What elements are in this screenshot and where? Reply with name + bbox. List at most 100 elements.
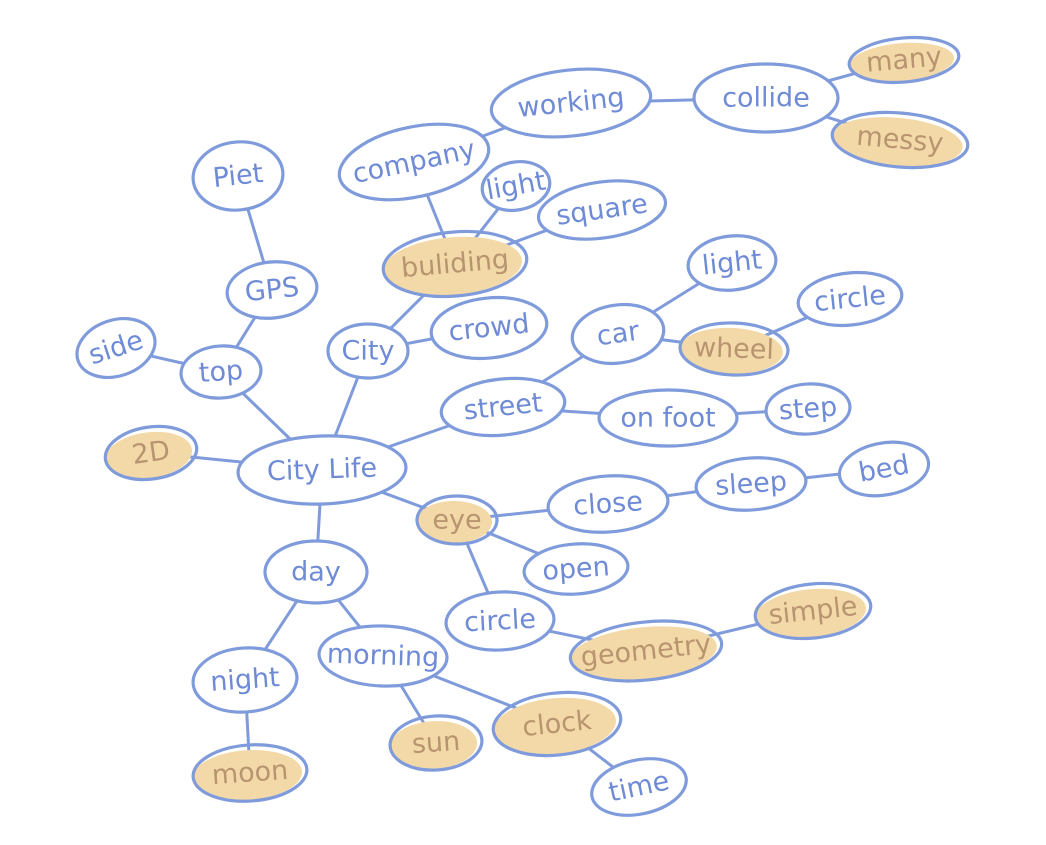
node-label: GPS — [243, 272, 300, 309]
node-many: many — [847, 35, 961, 85]
node-outline — [686, 234, 778, 292]
node-outline — [692, 62, 840, 134]
node-highlight — [569, 626, 717, 681]
node-light-2: light — [686, 234, 778, 292]
node-highlight — [848, 42, 955, 82]
node-label: eye — [432, 505, 481, 536]
node-eye: eye — [415, 494, 499, 546]
node-label: circle — [813, 280, 888, 318]
node-outline — [678, 321, 790, 377]
node-building: buliding — [381, 229, 529, 299]
node-highlight — [192, 749, 303, 801]
node-label: City Life — [266, 453, 377, 488]
node-outline — [326, 322, 410, 380]
node-label: moon — [211, 755, 289, 791]
node-bed: bed — [837, 440, 931, 498]
node-street: street — [439, 376, 567, 438]
node-outline — [429, 295, 549, 361]
node-outline — [388, 714, 484, 772]
node-highlight — [389, 721, 478, 770]
node-simple: simple — [753, 581, 873, 641]
node-day: day — [263, 539, 369, 605]
node-label: top — [198, 355, 244, 389]
node-circle-1: circle — [796, 270, 904, 328]
node-outline — [546, 474, 670, 534]
node-outline — [753, 581, 873, 641]
node-highlight — [104, 431, 192, 479]
node-outline — [444, 590, 556, 652]
node-label: messy — [855, 121, 944, 159]
node-label: wheel — [694, 332, 775, 366]
node-label: on foot — [620, 403, 715, 434]
node-label: car — [595, 316, 642, 353]
node-label: Piet — [211, 158, 264, 194]
node-2d: 2D — [103, 424, 199, 482]
node-outline — [415, 494, 499, 546]
node-highlight — [831, 117, 963, 167]
node-highlight — [754, 588, 866, 638]
node-messy: messy — [830, 110, 970, 170]
node-label: sun — [411, 726, 461, 760]
node-collide: collide — [692, 62, 840, 134]
node-highlight — [416, 501, 492, 543]
node-outline — [191, 646, 299, 714]
node-outline — [480, 160, 552, 212]
node-circle-2: circle — [444, 590, 556, 652]
node-outline — [337, 122, 491, 202]
node-label: 2D — [130, 435, 172, 471]
node-outline — [796, 270, 904, 328]
node-label: close — [572, 486, 644, 522]
node-city: City — [326, 322, 410, 380]
node-clock: clock — [491, 690, 623, 758]
node-outline — [568, 619, 724, 683]
node-outline — [764, 382, 852, 436]
node-label: open — [541, 551, 610, 587]
node-wheel: wheel — [678, 321, 790, 377]
node-outline — [489, 67, 653, 139]
node-outline — [536, 179, 668, 241]
node-city-life: City Life — [236, 434, 408, 506]
node-square: square — [536, 179, 668, 241]
node-time: time — [590, 757, 688, 817]
node-label: night — [209, 662, 280, 698]
node-outline — [191, 140, 285, 212]
node-close: close — [546, 474, 670, 534]
node-outline — [522, 542, 630, 596]
node-outline — [570, 302, 666, 366]
node-morning: morning — [317, 624, 449, 688]
node-moon: moon — [191, 743, 309, 803]
node-label: morning — [326, 639, 439, 674]
node-light-1: light — [480, 160, 552, 212]
node-sleep: sleep — [694, 456, 808, 512]
node-highlight — [382, 236, 522, 296]
node-car: car — [570, 302, 666, 366]
node-on-foot: on foot — [597, 388, 739, 448]
node-label: clock — [521, 705, 594, 743]
node-outline — [830, 110, 970, 170]
node-label: collide — [722, 83, 810, 114]
node-outline — [847, 35, 961, 85]
node-outline — [103, 424, 199, 482]
node-outline — [225, 260, 319, 320]
node-working: working — [489, 67, 653, 139]
node-side: side — [75, 317, 157, 379]
node-outline — [597, 388, 739, 448]
node-label: light — [701, 244, 764, 281]
node-geometry: geometry — [568, 619, 724, 683]
node-label: many — [865, 41, 943, 79]
node-outline — [381, 229, 529, 299]
node-crowd: crowd — [429, 295, 549, 361]
node-sun: sun — [388, 714, 484, 772]
node-outline — [590, 757, 688, 817]
node-outline — [191, 743, 309, 803]
node-outline — [439, 376, 567, 438]
node-highlight — [678, 327, 783, 374]
node-label: step — [778, 392, 838, 427]
node-night: night — [191, 646, 299, 714]
node-label: day — [291, 557, 341, 588]
node-open: open — [522, 542, 630, 596]
node-outline — [491, 690, 623, 758]
node-highlight — [492, 697, 616, 755]
